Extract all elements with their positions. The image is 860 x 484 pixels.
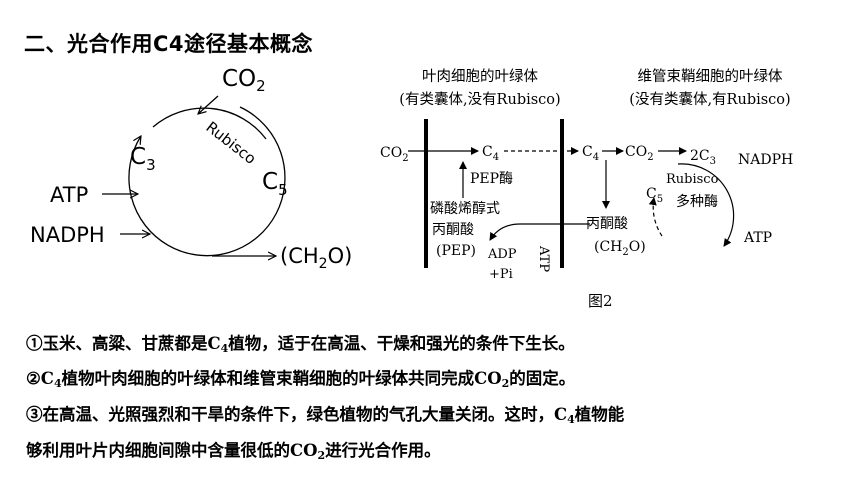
co2-input-arrow xyxy=(198,95,219,114)
point-1: ①玉米、高粱、甘蔗都是C4植物，适于在高温、干燥和强光的条件下生长。 xyxy=(26,334,575,355)
fig2-nadph-label: NADPH xyxy=(738,152,793,168)
calvin-rubisco-label: Rubisco xyxy=(203,118,260,168)
fig2-c4-label: C4 xyxy=(482,144,499,163)
calvin-atp-label: ATP xyxy=(50,183,88,207)
point-3-continued: 够利用叶片内细胞间隙中含量很低的CO2进行光合作用。 xyxy=(26,441,441,462)
fig2-pep-name-line2: 丙酮酸 xyxy=(432,222,474,238)
calvin-c3-label: C3 xyxy=(130,144,156,174)
pyruvate-to-pep-arrow xyxy=(489,223,590,241)
bundle-sheath-cycle-return-arc xyxy=(648,197,663,237)
point-3: ③在高温、光照强烈和干旱的条件下，绿色植物的气孔大量关闭。这时，C4植物能 xyxy=(26,405,625,426)
fig2-atp-right-label: ATP xyxy=(743,230,772,246)
fig2-co2-right-label: CO2 xyxy=(625,144,654,163)
calvin-c5-label: C5 xyxy=(262,169,288,199)
calvin-cycle-diagram: CO2 C3 C5 Rubisco ATP NADPH (CH2O) xyxy=(30,66,352,272)
calvin-co2-label: CO2 xyxy=(222,66,266,95)
fig2-pi-label: +Pi xyxy=(489,267,513,282)
calvin-cycle-arc-rubisco xyxy=(152,107,267,140)
fig2-caption: 图2 xyxy=(588,292,613,310)
fig2-c4-right-label: C4 xyxy=(582,144,599,163)
fig2-rubisco-label: Rubisco xyxy=(666,172,719,187)
point-2: ②C4植物叶肉细胞的叶绿体和维管束鞘细胞的叶绿体共同完成CO2的固定。 xyxy=(26,369,576,390)
fig2-pep-name-line1: 磷酸烯醇式 xyxy=(430,200,500,217)
bundle-sheath-chloroplast-subtitle: (没有类囊体,有Rubisco) xyxy=(629,91,790,108)
bundle-sheath-chloroplast-title: 维管束鞘细胞的叶绿体 xyxy=(638,68,783,85)
c4-pathway-figure: 叶肉细胞的叶绿体 (有类囊体,没有Rubisco) 维管束鞘细胞的叶绿体 (没有… xyxy=(380,68,793,310)
fig2-ch2o-label: (CH2O) xyxy=(594,239,646,258)
calvin-nadph-label: NADPH xyxy=(30,223,105,247)
fig2-pyruvate-label: 丙酮酸 xyxy=(586,216,628,232)
fig2-pep-enzyme-label: PEP酶 xyxy=(470,171,513,187)
bundle-sheath-cycle-arc xyxy=(677,163,735,247)
fig2-enzymes-label: 多种酶 xyxy=(676,193,718,210)
diagram-canvas: CO2 C3 C5 Rubisco ATP NADPH (CH2O) 叶肉细胞的… xyxy=(30,66,793,310)
fig2-pep-abbr: (PEP) xyxy=(436,243,476,259)
calvin-ch2o-label: (CH2O) xyxy=(280,244,352,272)
section-heading: 二、光合作用C4途径基本概念 xyxy=(24,32,314,56)
fig2-2c3-label: 2C3 xyxy=(690,148,716,167)
fig2-atp-vertical-label: ATP xyxy=(536,245,551,272)
fig2-c5-label: C5 xyxy=(646,186,663,205)
fig2-adp-label: ADP xyxy=(487,247,517,262)
mesophyll-chloroplast-title: 叶肉细胞的叶绿体 xyxy=(422,68,538,85)
mesophyll-chloroplast-subtitle: (有类囊体,没有Rubisco) xyxy=(399,91,560,108)
fig2-co2-label: CO2 xyxy=(380,145,409,164)
